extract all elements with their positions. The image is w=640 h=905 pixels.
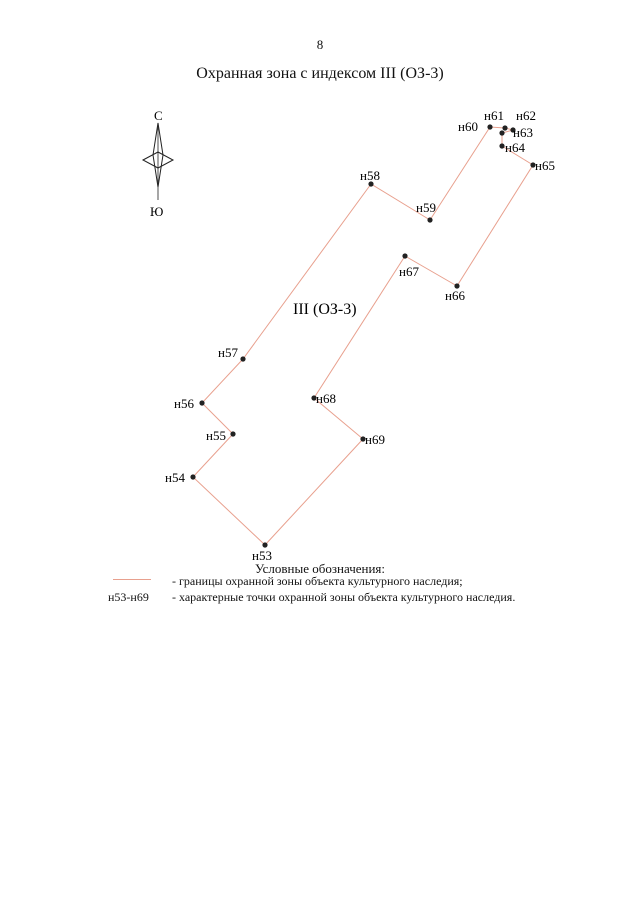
point-marker: [190, 474, 196, 480]
point-label: н60: [458, 119, 478, 134]
point-label: н63: [513, 125, 533, 140]
zone-label: III (ОЗ-3): [293, 301, 357, 318]
point-marker: [454, 283, 460, 289]
point-label: н58: [360, 168, 380, 183]
legend-boundary-line: [113, 579, 151, 580]
legend-title: Условные обозначения:: [254, 561, 386, 576]
point-marker: [368, 181, 374, 187]
point-label: н55: [206, 428, 226, 443]
point-marker: [530, 162, 536, 168]
point-marker: [499, 143, 505, 149]
point-label: н66: [445, 288, 465, 303]
compass-icon: [141, 122, 175, 200]
point-label: н54: [165, 470, 185, 485]
point-marker: [487, 124, 493, 130]
point-label: н64: [505, 140, 525, 155]
point-label: н68: [316, 391, 336, 406]
legend-points-code: н53-н69: [108, 590, 149, 604]
point-label: н57: [218, 345, 238, 360]
point-marker: [502, 125, 508, 131]
point-marker: [510, 127, 516, 133]
point-label: н59: [416, 200, 436, 215]
zone-boundary: [192, 126, 534, 546]
point-marker: [230, 431, 236, 437]
legend-points-text: - характерные точки охранной зоны объект…: [172, 590, 516, 604]
point-label: н62: [516, 108, 536, 123]
point-marker: [499, 130, 505, 136]
compass-south-label: Ю: [150, 204, 163, 219]
page-number: 8: [316, 37, 324, 52]
legend-boundary-text: - границы охранной зоны объекта культурн…: [172, 574, 463, 588]
point-marker: [262, 542, 268, 548]
point-marker: [402, 253, 408, 259]
map-title: Охранная зона с индексом III (ОЗ-3): [196, 65, 444, 82]
point-label: н69: [365, 432, 385, 447]
point-label: н61: [484, 108, 504, 123]
point-marker: [427, 217, 433, 223]
point-marker: [240, 356, 246, 362]
point-label: н65: [535, 158, 555, 173]
point-label: н67: [399, 264, 419, 279]
point-marker: [311, 395, 317, 401]
point-label: н56: [174, 396, 194, 411]
compass-north-label: С: [154, 108, 163, 123]
point-marker: [199, 400, 205, 406]
point-marker: [360, 436, 366, 442]
point-label: н53: [252, 548, 272, 563]
